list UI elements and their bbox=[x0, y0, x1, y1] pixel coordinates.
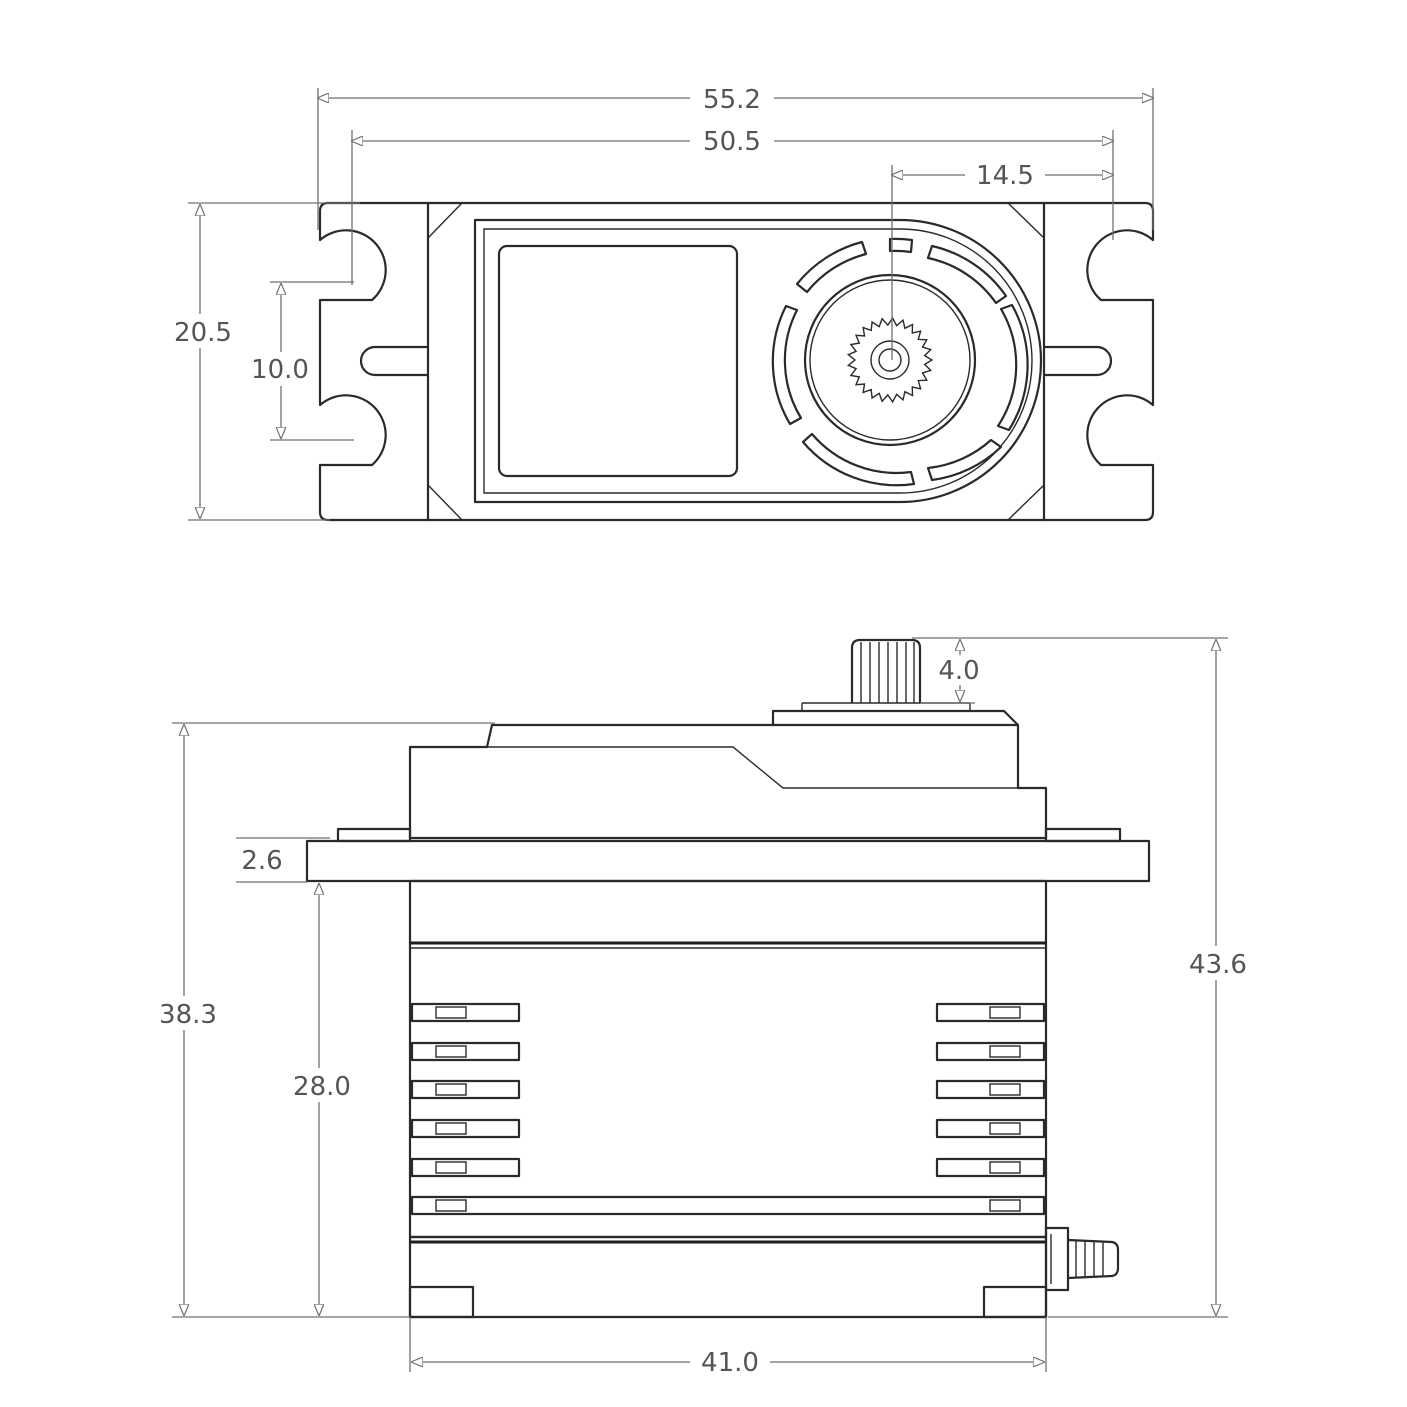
dim-hole-spacing: 50.5 bbox=[703, 127, 761, 157]
output-boss bbox=[803, 273, 977, 447]
side-bottom-case bbox=[408, 1235, 1048, 1319]
dim-flange-thickness: 2.6 bbox=[241, 846, 282, 876]
right-foot bbox=[982, 1285, 1048, 1319]
left-foot bbox=[408, 1285, 475, 1319]
top-view bbox=[318, 201, 1155, 522]
output-spline-gear bbox=[846, 316, 934, 404]
left-mounting-ear bbox=[318, 201, 428, 522]
dim-hole-pitch: 10.0 bbox=[251, 355, 309, 385]
top-cover-inner bbox=[483, 228, 1033, 494]
dim-overall-width: 55.2 bbox=[703, 85, 761, 115]
left-cooling-fins bbox=[410, 1002, 521, 1178]
dim-spline-height: 4.0 bbox=[938, 656, 979, 686]
top-dimensions: 55.2 50.5 14.5 20.5 10.0 bbox=[168, 82, 1153, 521]
left-mount-slot bbox=[359, 345, 428, 377]
top-cover-outer bbox=[473, 218, 1043, 504]
cable-grommet bbox=[1044, 1226, 1120, 1292]
side-output-hub bbox=[771, 709, 1019, 726]
right-flange-tab bbox=[1044, 827, 1122, 843]
right-mount-slot bbox=[1044, 345, 1113, 377]
left-flange-tab bbox=[336, 827, 412, 843]
right-mounting-ear bbox=[1044, 201, 1155, 522]
side-mounting-flange bbox=[305, 839, 1151, 883]
label-panel bbox=[497, 244, 739, 478]
dim-body-height: 20.5 bbox=[174, 318, 232, 348]
side-view bbox=[305, 638, 1151, 1319]
dim-flange-to-base: 28.0 bbox=[293, 1072, 351, 1102]
dim-case-height: 38.3 bbox=[159, 1000, 217, 1030]
dim-case-width: 41.0 bbox=[701, 1348, 759, 1378]
side-output-spline bbox=[850, 638, 922, 703]
dim-total-height: 43.6 bbox=[1189, 950, 1247, 980]
right-cooling-fins bbox=[935, 1002, 1046, 1178]
output-ring-segments bbox=[771, 237, 1029, 487]
bottom-long-fin bbox=[410, 1195, 1046, 1216]
side-top-cover bbox=[408, 723, 1048, 840]
top-body-outline bbox=[426, 201, 1046, 522]
dim-output-offset: 14.5 bbox=[976, 161, 1034, 191]
side-dimensions: 4.0 43.6 38.3 2.6 28.0 41.0 bbox=[152, 637, 1252, 1378]
